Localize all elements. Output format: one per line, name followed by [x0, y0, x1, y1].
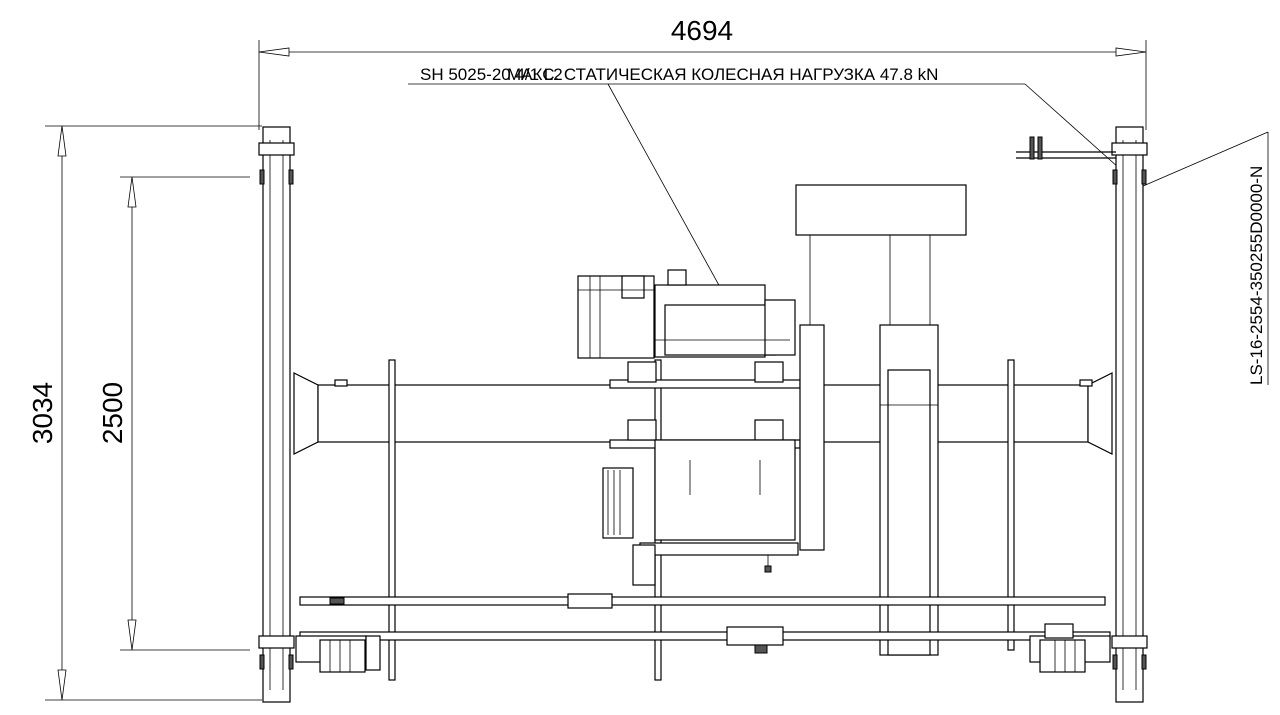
support-plate-right: [1007, 359, 1015, 651]
left-drive-motor: [295, 635, 381, 673]
left-end-carriage: [258, 126, 295, 703]
trolley-travel-motor: [602, 467, 656, 586]
dimension-height-span-label: 2500: [97, 382, 128, 444]
control-cabinet: [795, 184, 967, 325]
dimension-height-span: 2500: [97, 176, 250, 651]
hoist-unit: [577, 269, 796, 359]
right-end-carriage: [1111, 126, 1148, 703]
right-drive-motor: [1029, 623, 1111, 673]
dimension-width-label: 4694: [671, 15, 733, 46]
trolley: [609, 361, 801, 573]
main-girder: [293, 372, 1113, 455]
dimension-height-total-label: 3034: [27, 382, 58, 444]
drawing-number-label: LS-16-2554-350255D0000-N: [1247, 166, 1266, 385]
dimension-height-total: 3034: [27, 125, 262, 701]
support-plate-left: [388, 359, 396, 681]
dimension-width: 4694: [258, 15, 1147, 130]
hoist-model-label: SH 5025-20 4/1 L2: [420, 65, 563, 84]
end-bracket: [1016, 136, 1116, 160]
max-wheel-load-label: МАКС. СТАТИЧЕСКАЯ КОЛЕСНАЯ НАГРУЗКА 47.8…: [507, 65, 938, 84]
bridge-shaft: [299, 593, 1111, 654]
